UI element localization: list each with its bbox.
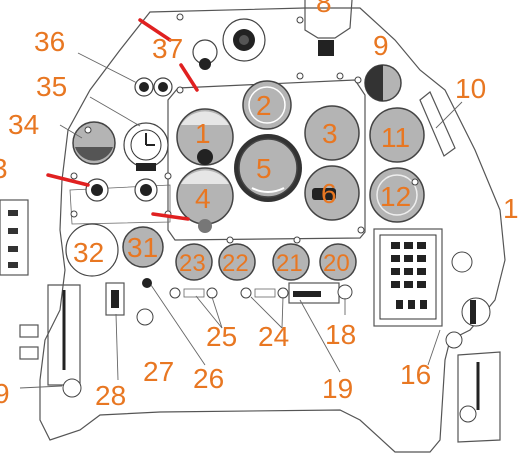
switch-25-slot <box>183 288 205 298</box>
keypad-console <box>373 228 443 327</box>
callout-34: 34 <box>8 109 39 140</box>
gauge-32 <box>65 223 119 277</box>
knob-26 <box>142 278 152 288</box>
gauge-3 <box>304 105 360 161</box>
gauge-1-knob <box>197 149 213 165</box>
callout-9: 9 <box>373 30 389 61</box>
callout-33: 3 <box>0 153 8 184</box>
callout-22: 22 <box>222 250 249 277</box>
gauge-5-arc <box>251 187 285 193</box>
gauge-9-shade <box>365 65 383 101</box>
keypad-buttons <box>391 242 427 309</box>
left-lever-knob <box>62 378 82 398</box>
gauge-2-inner <box>248 86 286 124</box>
handle-28-grip <box>111 290 119 308</box>
switch-24-slot <box>254 288 276 298</box>
callout-27: 27 <box>143 356 174 387</box>
callout-10: 10 <box>455 73 486 104</box>
gauge-12 <box>369 167 425 223</box>
lamp-33-left-core <box>91 184 103 196</box>
gauge-1-top-face <box>181 111 229 125</box>
gauge-31 <box>122 226 164 268</box>
clock-hands <box>145 133 155 146</box>
top-gauge-knob-inner <box>239 35 249 45</box>
callout-1: 1 <box>195 118 211 149</box>
callout-23: 23 <box>179 250 206 277</box>
left-edge-panel <box>0 199 29 276</box>
switch-37-knob <box>199 58 211 70</box>
red-marker-31 <box>151 212 190 221</box>
gauge-2 <box>242 80 292 130</box>
callout-29: 9 <box>0 378 10 409</box>
gauge-5 <box>238 138 298 198</box>
callout-36: 36 <box>34 26 65 57</box>
callout-2: 2 <box>256 90 272 121</box>
lamp-33-right-core <box>140 184 152 196</box>
top-right-housing <box>304 0 353 39</box>
callout-35: 35 <box>36 71 67 102</box>
callout-5: 5 <box>256 153 272 184</box>
callout-11: 11 <box>381 122 410 153</box>
knob-16 <box>445 331 463 349</box>
right-lever-housing <box>457 351 501 443</box>
handle-28 <box>105 282 125 316</box>
right-lever-knob <box>459 405 477 423</box>
panel-19-bar <box>293 291 321 297</box>
gauge-12-inner <box>376 174 418 216</box>
knob-18 <box>337 284 353 300</box>
leader-lines <box>19 52 463 389</box>
knob-27 <box>136 308 154 326</box>
red-marker-33 <box>46 173 90 187</box>
callout-4: 4 <box>195 183 211 214</box>
left-edge-switches <box>8 210 18 268</box>
lever-10 <box>419 91 456 157</box>
gauge-4-top-face <box>181 170 229 184</box>
left-tab-2 <box>19 346 39 360</box>
clock-mount <box>136 163 156 171</box>
switch-25a <box>169 287 181 299</box>
gauge-21 <box>272 243 310 281</box>
callout-28: 28 <box>95 380 126 411</box>
gauge-20 <box>319 243 357 281</box>
callout-25: 25 <box>206 321 237 352</box>
lamp-left-core <box>139 82 149 92</box>
callout-24: 24 <box>258 321 289 352</box>
panel-screws <box>70 13 419 244</box>
callout-3: 3 <box>322 118 338 149</box>
callout-6: 6 <box>321 178 337 209</box>
gauge-11 <box>369 107 425 163</box>
gauge-4-knob <box>198 219 212 233</box>
callout-37: 37 <box>152 33 183 64</box>
lamp-right-core <box>158 82 168 92</box>
dial-right-pointer <box>470 300 476 324</box>
keypad-inner <box>379 234 437 320</box>
callout-26: 26 <box>193 363 224 394</box>
callout-16: 16 <box>400 359 431 390</box>
switch-24a <box>240 287 252 299</box>
left-tab-1 <box>19 324 39 338</box>
callout-32: 32 <box>73 237 104 268</box>
gauge-23 <box>175 243 213 281</box>
callout-18: 18 <box>325 319 356 350</box>
callout-21: 21 <box>276 250 303 277</box>
callout-19: 19 <box>322 373 353 404</box>
red-marker-37b <box>179 63 199 92</box>
red-marker-37 <box>138 18 172 42</box>
top-right-block <box>318 40 334 56</box>
switch-25b <box>206 287 218 299</box>
gauge-22 <box>218 243 256 281</box>
gauge-34-shade <box>75 147 113 161</box>
callout-12: 12 <box>380 181 411 212</box>
switch-24b <box>277 287 289 299</box>
callout-1b: 1 <box>503 193 518 224</box>
knob-right <box>451 251 473 273</box>
callout-8: 8 <box>316 0 332 18</box>
callout-20: 20 <box>323 250 350 277</box>
gauge-6-knob <box>312 188 336 200</box>
callout-31: 31 <box>127 232 158 263</box>
